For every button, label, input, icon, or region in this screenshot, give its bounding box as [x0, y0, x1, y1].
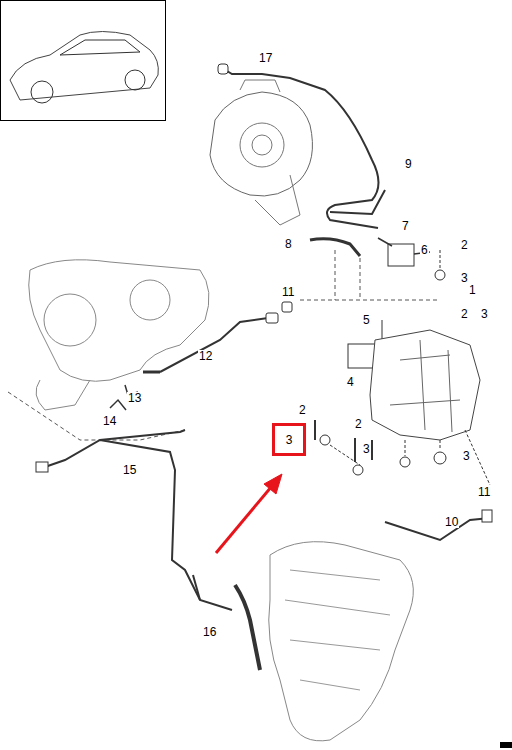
- callout-number: 3: [286, 434, 293, 446]
- callout-number: 2: [460, 239, 469, 251]
- callout-number: 3: [462, 450, 471, 462]
- callout-number: 2: [354, 418, 363, 430]
- callout-number: 3: [480, 308, 489, 320]
- callout-number: 9: [404, 158, 413, 170]
- callout-number: 14: [102, 415, 117, 427]
- callout-number: 16: [202, 626, 217, 638]
- callout-number: 11: [281, 286, 295, 298]
- callout-number: 12: [198, 350, 213, 362]
- callout-number: 13: [127, 392, 142, 404]
- callout-number: 3: [362, 443, 371, 455]
- callout-number: 6: [420, 244, 429, 256]
- callout-number: 10: [444, 516, 459, 528]
- callout-number: 2: [298, 404, 307, 416]
- highlight-box: 3: [272, 423, 306, 456]
- callout-number: 4: [346, 376, 355, 388]
- callout-number: 11: [477, 486, 491, 498]
- callout-number: 8: [284, 238, 293, 250]
- callout-number: 3: [460, 272, 469, 284]
- callout-number: 5: [362, 314, 371, 326]
- callout-number: 1: [468, 284, 477, 296]
- callout-number: 15: [122, 464, 137, 476]
- callout-number: 7: [401, 220, 410, 232]
- callout-number: 17: [258, 52, 273, 64]
- callout-number: 2: [460, 308, 469, 320]
